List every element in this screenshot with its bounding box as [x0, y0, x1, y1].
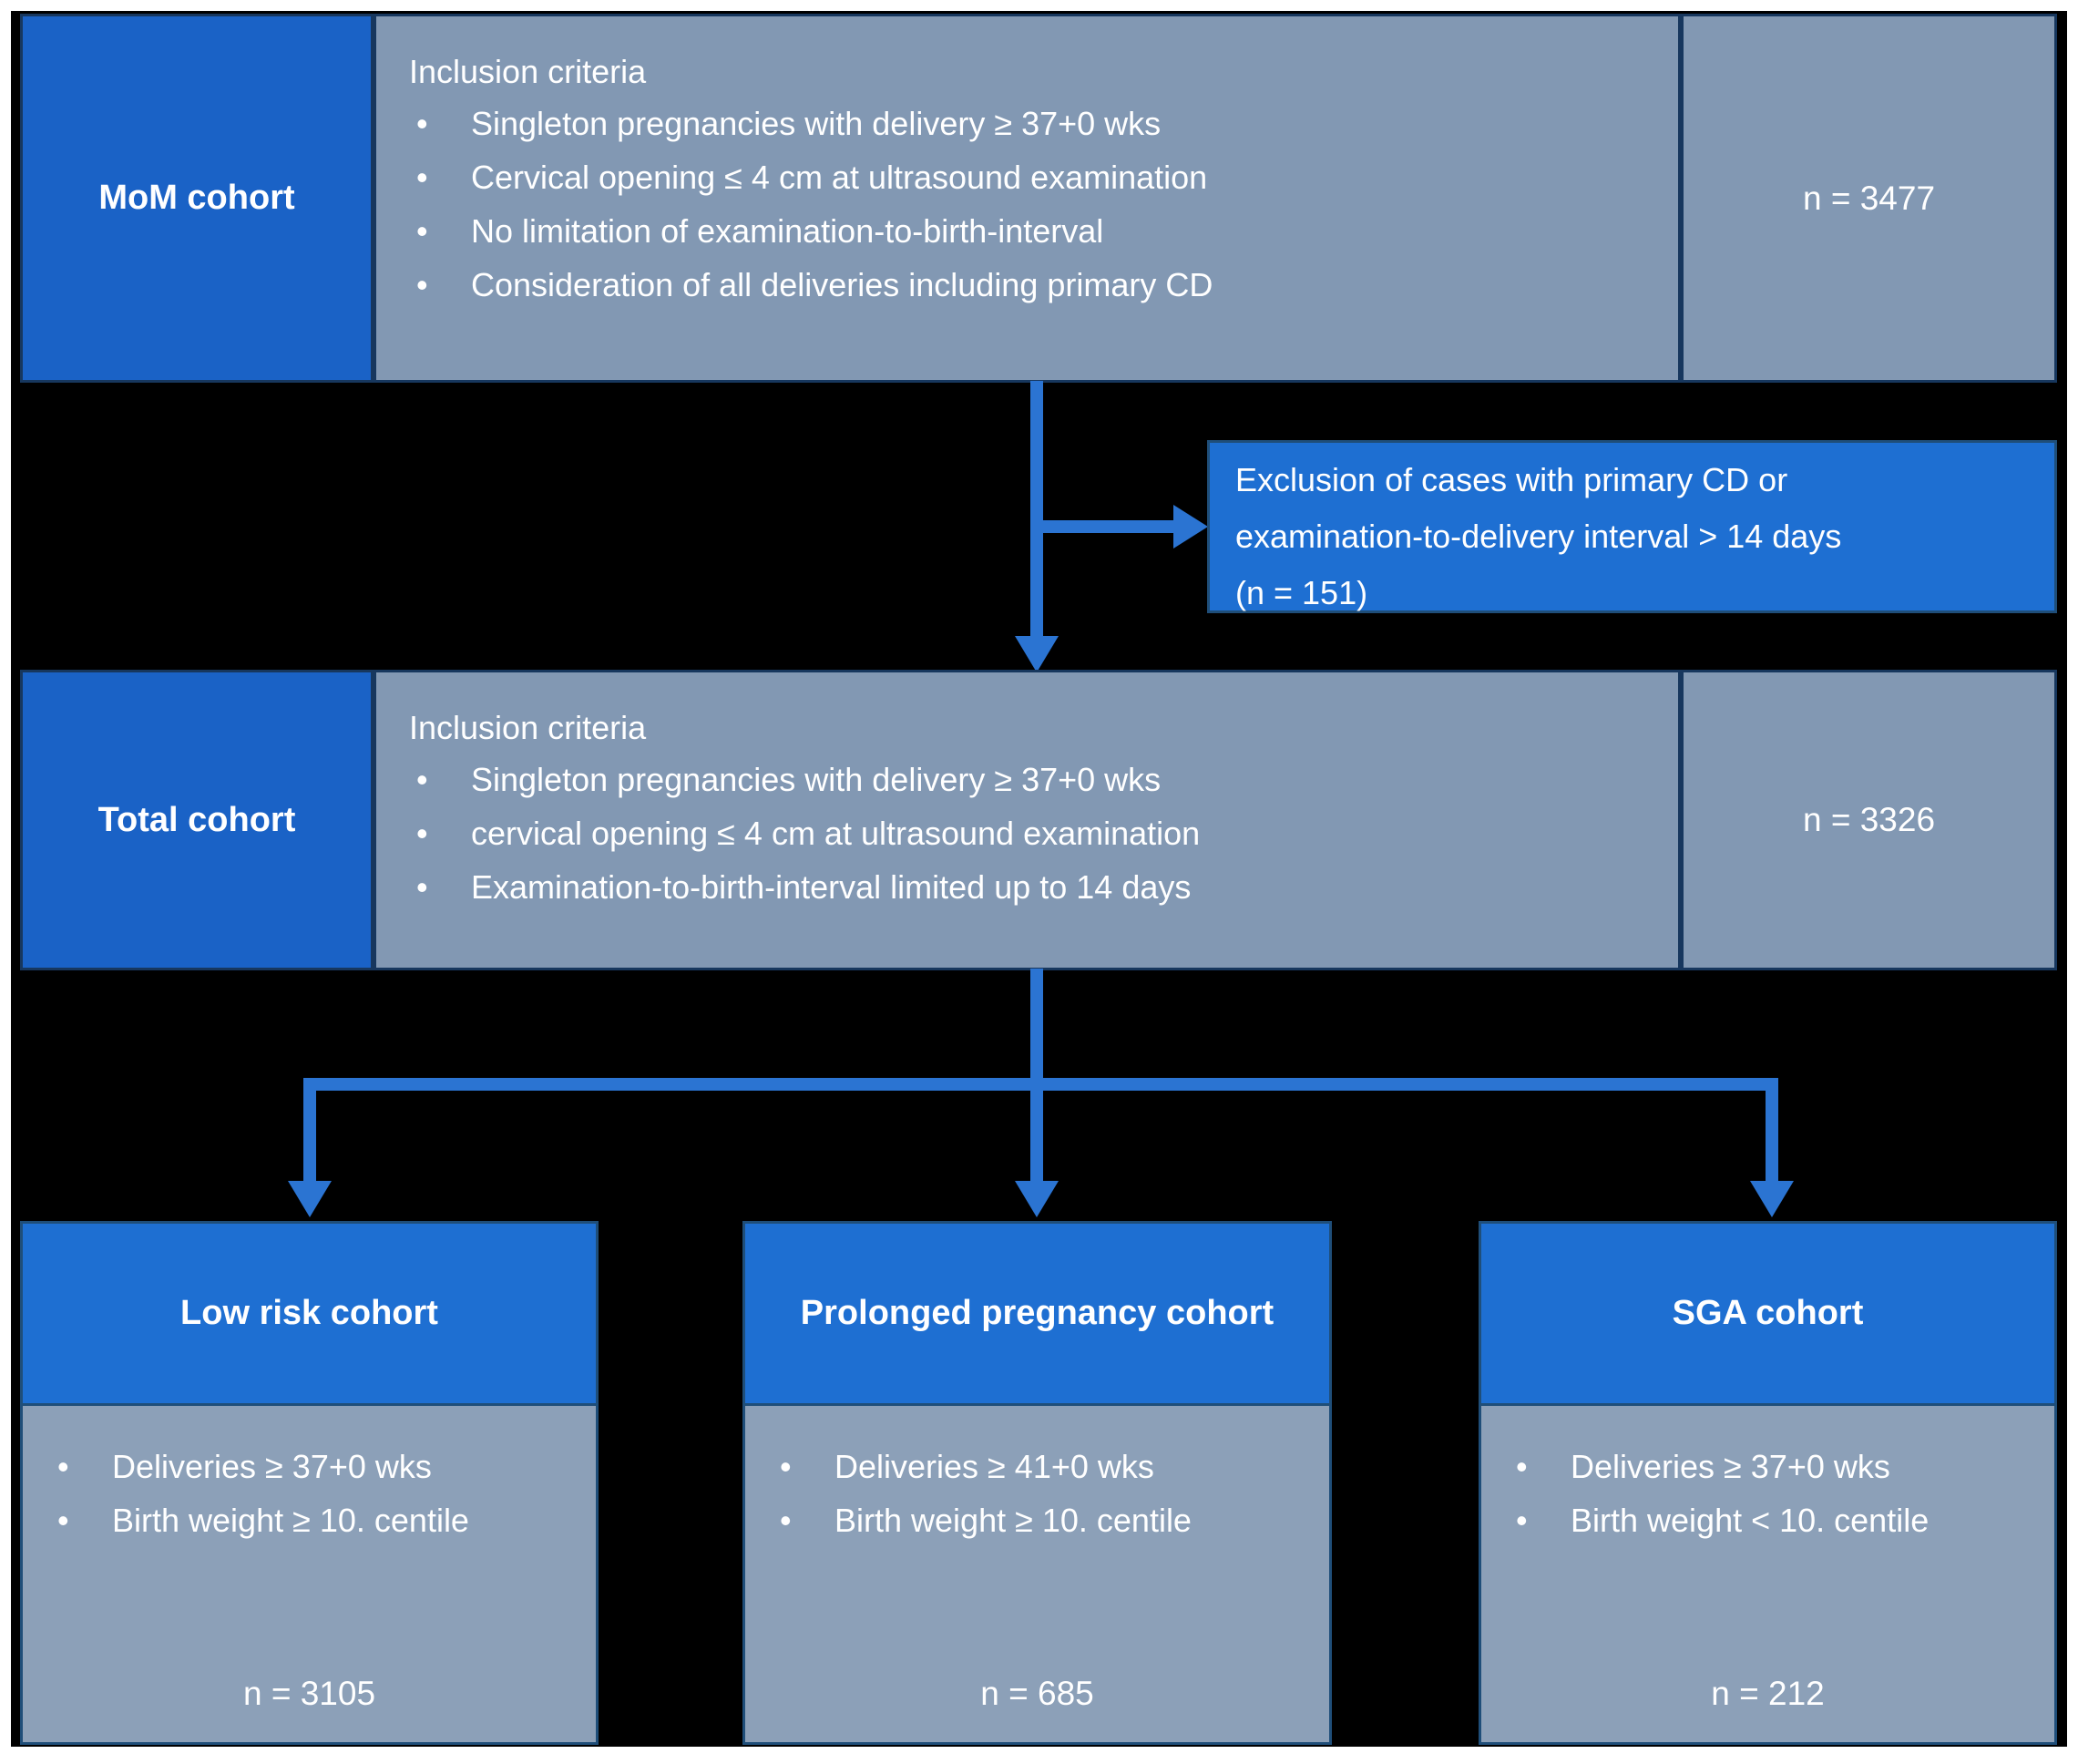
bullet-dot: • — [57, 1448, 69, 1485]
total-sample-size-box: n = 3326 — [1681, 670, 2057, 970]
prolonged-pregnancy-cohort-body: • Deliveries ≥ 41+0 wks • Birth weight ≥… — [745, 1406, 1329, 1742]
bullet-item: • Examination-to-birth-interval limited … — [409, 868, 1651, 906]
prolonged-pregnancy-cohort-box: Prolonged pregnancy cohort • Deliveries … — [742, 1221, 1332, 1745]
total-criteria-content: Inclusion criteria • Singleton pregnanci… — [376, 672, 1678, 906]
sga-cohort-box: SGA cohort • Deliveries ≥ 37+0 wks • Bir… — [1479, 1221, 2057, 1745]
mom-cohort-label-box: MoM cohort — [20, 14, 374, 383]
bullet-dot: • — [416, 815, 428, 852]
bullet-dot: • — [1516, 1502, 1528, 1539]
bullet-dot: • — [416, 212, 428, 250]
total-cohort-label-box: Total cohort — [20, 670, 374, 970]
exclusion-line: examination-to-delivery interval > 14 da… — [1235, 518, 1842, 555]
bullet-dot: • — [780, 1502, 792, 1539]
mom-sample-size: n = 3477 — [1802, 179, 1936, 217]
bullet-item: • No limitation of examination-to-birth-… — [409, 212, 1651, 250]
arrow-shaft-drop-middle — [1030, 1091, 1043, 1182]
bullet-text: Singleton pregnancies with delivery ≥ 37… — [471, 761, 1162, 798]
sga-cohort-title: SGA cohort — [1672, 1294, 1864, 1332]
sga-sample-size: n = 212 — [1711, 1675, 1825, 1712]
bullet-text: cervical opening ≤ 4 cm at ultrasound ex… — [471, 815, 1201, 852]
mom-inclusion-criteria-box: Inclusion criteria • Singleton pregnanci… — [374, 14, 1681, 383]
arrow-head-drop-left — [288, 1181, 332, 1217]
bullet-dot: • — [416, 105, 428, 142]
bullet-dot: • — [780, 1448, 792, 1485]
low-risk-cohort-body: • Deliveries ≥ 37+0 wks • Birth weight ≥… — [23, 1406, 596, 1742]
bullet-dot: • — [1516, 1448, 1528, 1485]
arrow-head-drop-middle — [1015, 1181, 1059, 1217]
mom-cohort-label: MoM cohort — [98, 179, 295, 217]
prolonged-pregnancy-sample-size: n = 685 — [980, 1675, 1094, 1712]
low-risk-cohort-box: Low risk cohort • Deliveries ≥ 37+0 wks … — [20, 1221, 599, 1745]
bullet-text: Deliveries ≥ 37+0 wks — [1571, 1448, 1890, 1485]
mom-sample-size-box: n = 3477 — [1681, 14, 2057, 383]
bullet-text: No limitation of examination-to-birth-in… — [471, 212, 1104, 250]
total-inclusion-criteria-box: Inclusion criteria • Singleton pregnanci… — [374, 670, 1681, 970]
bullet-text: Cervical opening ≤ 4 cm at ultrasound ex… — [471, 159, 1208, 196]
bullet-text: Consideration of all deliveries includin… — [471, 266, 1213, 303]
bullet-item: • Cervical opening ≤ 4 cm at ultrasound … — [409, 159, 1651, 196]
exclusion-line: (n = 151) — [1235, 574, 1368, 611]
low-risk-cohort-header: Low risk cohort — [20, 1221, 599, 1406]
arrow-head-row1-to-row2 — [1015, 636, 1059, 672]
bullet-text: Deliveries ≥ 41+0 wks — [834, 1448, 1154, 1485]
bullet-item: • Deliveries ≥ 37+0 wks — [1509, 1448, 2036, 1485]
bullet-text: Examination-to-birth-interval limited up… — [471, 868, 1192, 906]
arrow-shaft-distribution-horizontal — [303, 1078, 1778, 1091]
exclusion-box: Exclusion of cases with primary CD or ex… — [1207, 440, 2057, 613]
arrow-shaft-exclusion-branch — [1037, 520, 1173, 533]
arrow-head-drop-right — [1750, 1181, 1794, 1217]
bullet-text: Singleton pregnancies with delivery ≥ 37… — [471, 105, 1162, 142]
low-risk-cohort-bullets: • Deliveries ≥ 37+0 wks • Birth weight ≥… — [23, 1406, 596, 1539]
bullet-text: Birth weight ≥ 10. centile — [112, 1502, 469, 1539]
bullet-item: • Singleton pregnancies with delivery ≥ … — [409, 761, 1651, 798]
arrow-shaft-drop-right — [1766, 1078, 1778, 1182]
bullet-item: • Birth weight ≥ 10. centile — [773, 1502, 1311, 1539]
bullet-item: • Deliveries ≥ 41+0 wks — [773, 1448, 1311, 1485]
bullet-text: Birth weight < 10. centile — [1571, 1502, 1930, 1539]
mom-criteria-content: Inclusion criteria • Singleton pregnanci… — [376, 16, 1678, 303]
bullet-text: Birth weight ≥ 10. centile — [834, 1502, 1192, 1539]
sga-cohort-bullets: • Deliveries ≥ 37+0 wks • Birth weight <… — [1481, 1406, 2054, 1539]
criteria-heading: Inclusion criteria — [409, 709, 647, 746]
total-sample-size: n = 3326 — [1802, 801, 1936, 838]
bullet-dot: • — [57, 1502, 69, 1539]
sga-cohort-header: SGA cohort — [1479, 1221, 2057, 1406]
bullet-item: • Deliveries ≥ 37+0 wks — [50, 1448, 578, 1485]
prolonged-pregnancy-cohort-bullets: • Deliveries ≥ 41+0 wks • Birth weight ≥… — [745, 1406, 1329, 1539]
bullet-item: • cervical opening ≤ 4 cm at ultrasound … — [409, 815, 1651, 852]
bullet-dot: • — [416, 868, 428, 906]
prolonged-pregnancy-cohort-title: Prolonged pregnancy cohort — [800, 1294, 1274, 1332]
bullet-item: • Consideration of all deliveries includ… — [409, 266, 1651, 303]
exclusion-text: Exclusion of cases with primary CD or ex… — [1210, 443, 2054, 621]
exclusion-line: Exclusion of cases with primary CD or — [1235, 461, 1788, 498]
bullet-text: Deliveries ≥ 37+0 wks — [112, 1448, 432, 1485]
arrow-shaft-row2-down — [1030, 969, 1043, 1084]
low-risk-cohort-title: Low risk cohort — [180, 1294, 438, 1332]
bullet-dot: • — [416, 266, 428, 303]
prolonged-pregnancy-cohort-header: Prolonged pregnancy cohort — [742, 1221, 1332, 1406]
arrow-shaft-drop-left — [303, 1078, 316, 1182]
arrow-head-exclusion-branch — [1173, 505, 1208, 549]
bullet-item: • Birth weight ≥ 10. centile — [50, 1502, 578, 1539]
bullet-dot: • — [416, 761, 428, 798]
criteria-heading: Inclusion criteria — [409, 53, 647, 90]
bullet-item: • Birth weight < 10. centile — [1509, 1502, 2036, 1539]
arrow-shaft-row1-to-row2 — [1030, 381, 1043, 638]
bullet-dot: • — [416, 159, 428, 196]
total-cohort-label: Total cohort — [97, 800, 296, 839]
sga-cohort-body: • Deliveries ≥ 37+0 wks • Birth weight <… — [1481, 1406, 2054, 1742]
bullet-item: • Singleton pregnancies with delivery ≥ … — [409, 105, 1651, 142]
low-risk-sample-size: n = 3105 — [242, 1675, 376, 1712]
